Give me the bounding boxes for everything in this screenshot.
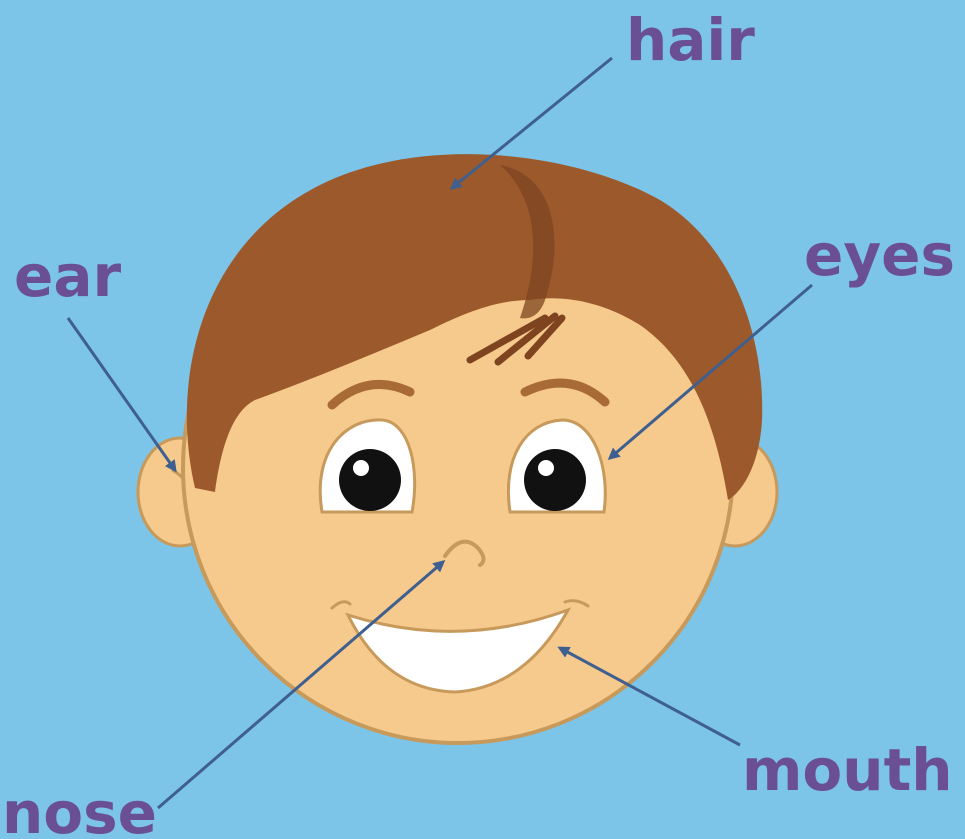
hair-label: hair — [626, 6, 755, 74]
mouth-label: mouth — [742, 736, 953, 804]
nose-label: nose — [2, 779, 157, 839]
eyes-label: eyes — [804, 221, 955, 289]
ear-label: ear — [14, 242, 121, 310]
